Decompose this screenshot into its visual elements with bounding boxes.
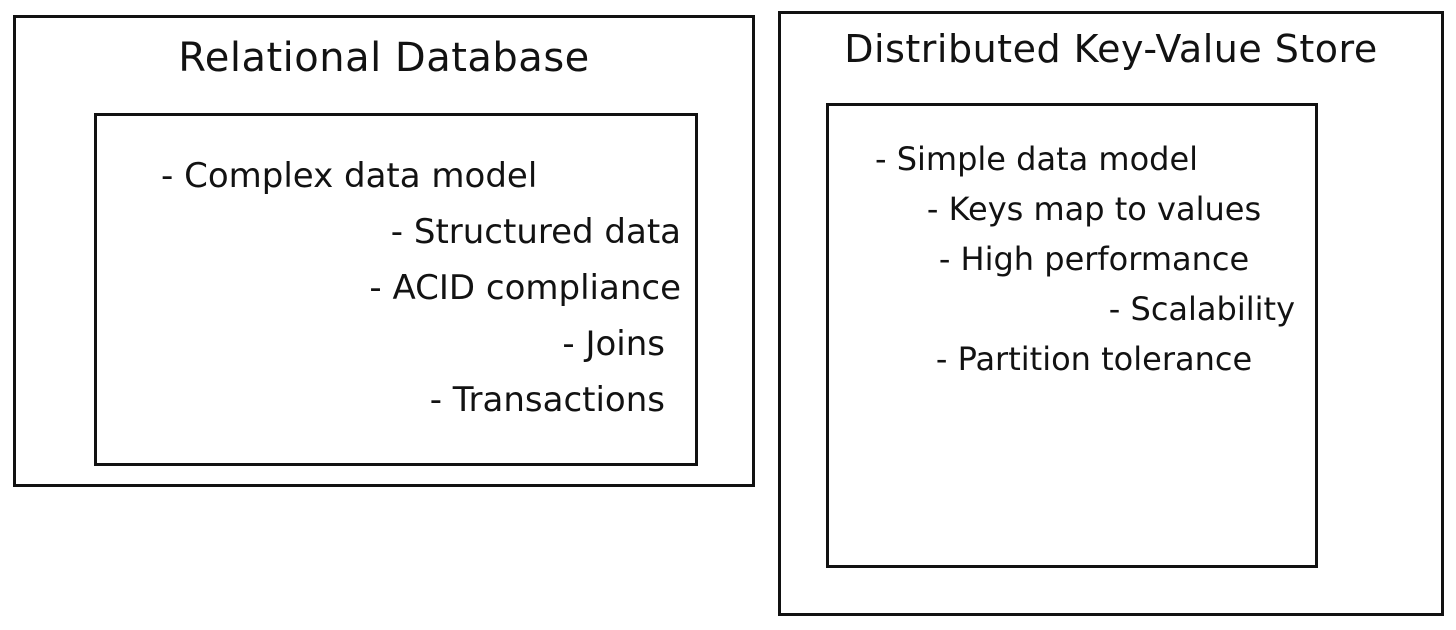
list-item: - Transactions xyxy=(429,380,665,420)
panel-relational-database: Relational Database - Complex data model… xyxy=(13,15,755,487)
list-item: - Partition tolerance xyxy=(935,340,1253,378)
feature-list-distributed-key-value-store: - Simple data model - Keys map to values… xyxy=(847,134,1301,384)
panel-title-relational-database: Relational Database xyxy=(178,35,590,81)
list-item: - Joins xyxy=(562,324,665,364)
panel-body-distributed-key-value-store: - Simple data model - Keys map to values… xyxy=(826,103,1318,568)
list-item: - Complex data model xyxy=(161,156,538,196)
panel-title-distributed-key-value-store: Distributed Key-Value Store xyxy=(844,27,1378,71)
list-item: - Simple data model xyxy=(875,140,1199,178)
list-item: - High performance xyxy=(938,240,1250,278)
list-item: - ACID compliance xyxy=(369,268,681,308)
list-item: - Structured data xyxy=(390,212,681,252)
feature-list-relational-database: - Complex data model - Structured data -… xyxy=(119,148,685,428)
panel-body-relational-database: - Complex data model - Structured data -… xyxy=(94,113,698,466)
list-item: - Scalability xyxy=(1108,290,1295,328)
list-item: - Keys map to values xyxy=(926,190,1262,228)
panel-distributed-key-value-store: Distributed Key-Value Store - Simple dat… xyxy=(778,11,1444,616)
